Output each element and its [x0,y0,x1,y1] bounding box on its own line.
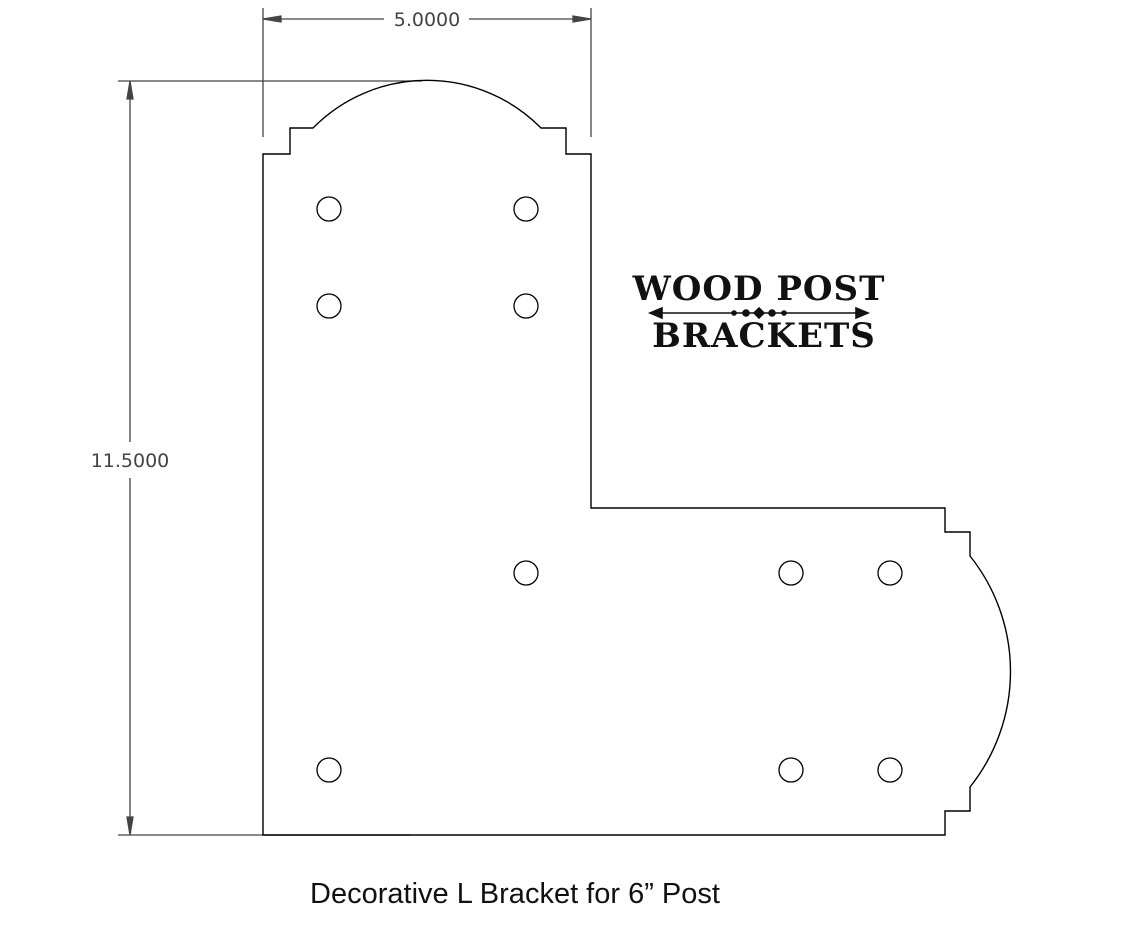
height-arrow-bottom [126,816,134,836]
drawing-caption: Decorative L Bracket for 6” Post [310,878,720,910]
mounting-hole [877,757,903,783]
bracket-outline [262,79,1012,836]
mounting-hole [316,757,342,783]
width-arrow-left [262,15,282,23]
mounting-hole [877,560,903,586]
width-label: 5.0000 [394,9,460,31]
mounting-holes [316,196,903,783]
mounting-hole [778,757,804,783]
mounting-hole [513,196,539,222]
logo-line-1: WOOD POST [632,269,886,309]
width-arrow-right [572,15,592,23]
brand-logo: WOOD POST BRACKETS [632,269,886,356]
mounting-hole [778,560,804,586]
mounting-hole [513,293,539,319]
logo-line-2: BRACKETS [652,316,876,356]
height-label: 11.5000 [91,450,170,472]
mounting-hole [513,560,539,586]
mounting-hole [316,293,342,319]
logo-ornament [647,306,871,320]
width-dimension [262,8,592,137]
mounting-hole [316,196,342,222]
height-arrow-top [126,80,134,100]
